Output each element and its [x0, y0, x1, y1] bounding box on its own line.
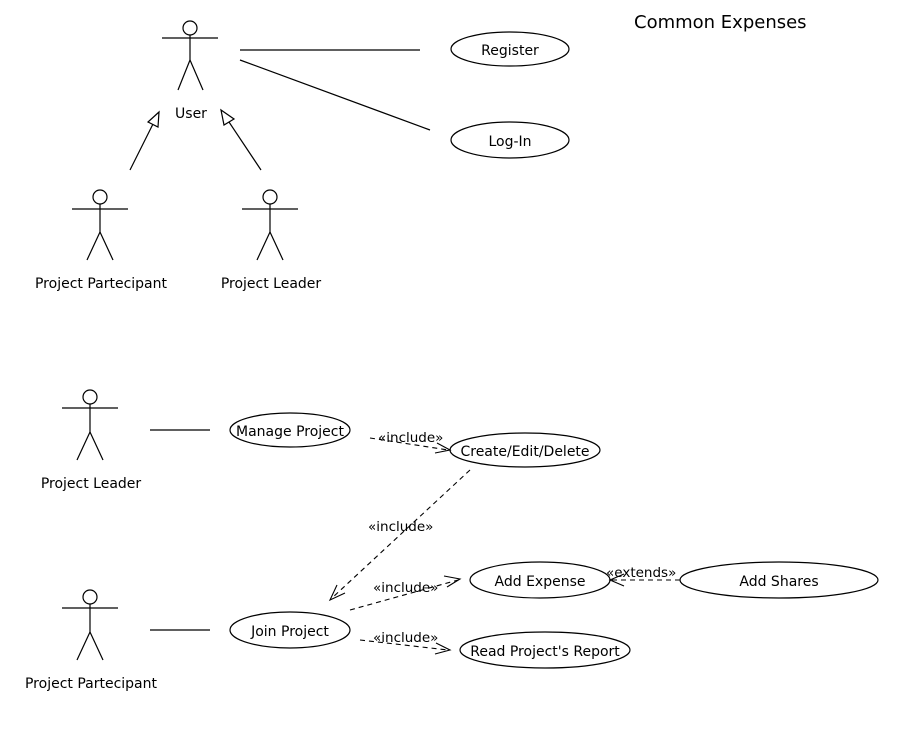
usecase-join-project-label: Join Project — [250, 624, 329, 640]
usecase-create-edit-delete[interactable]: Create/Edit/Delete — [449, 432, 601, 468]
include-manage-create-label: «include» — [378, 430, 443, 446]
usecase-login[interactable]: Log-In — [450, 121, 570, 159]
include-join-expense-label: «include» — [373, 580, 438, 596]
generalization-participant-user — [129, 110, 160, 171]
generalization-leader-user — [220, 108, 262, 171]
actor-project-participant-bottom[interactable] — [62, 589, 118, 661]
usecase-create-edit-delete-label: Create/Edit/Delete — [460, 444, 589, 460]
include-manage-create — [369, 437, 452, 454]
actor-user-label: User — [175, 106, 207, 122]
usecase-join-project[interactable]: Join Project — [229, 611, 351, 649]
usecase-register-label: Register — [481, 43, 539, 59]
usecase-add-expense[interactable]: Add Expense — [469, 561, 611, 599]
usecase-add-shares[interactable]: Add Shares — [679, 561, 879, 599]
association-user-login — [239, 59, 431, 131]
actor-project-leader-top-label: Project Leader — [221, 276, 322, 292]
include-join-report-label: «include» — [373, 630, 438, 646]
usecase-register[interactable]: Register — [450, 31, 570, 67]
diagram-title: Common Expenses — [634, 12, 807, 33]
actor-project-participant-bottom-label: Project Partecipant — [25, 676, 158, 692]
usecase-read-report[interactable]: Read Project's Report — [459, 631, 631, 669]
actor-project-leader-bottom[interactable] — [62, 389, 118, 461]
include-join-report — [359, 639, 452, 655]
include-join-expense — [349, 575, 462, 611]
usecase-login-label: Log-In — [488, 134, 531, 150]
usecase-add-expense-label: Add Expense — [495, 574, 586, 590]
actor-project-leader-top[interactable] — [242, 189, 298, 261]
actor-project-participant-top-label: Project Partecipant — [35, 276, 168, 292]
actor-project-leader-bottom-label: Project Leader — [41, 476, 142, 492]
usecase-add-shares-label: Add Shares — [739, 574, 818, 590]
include-create-join-label: «include» — [368, 519, 433, 535]
include-create-join — [328, 469, 471, 602]
extends-shares-expense — [608, 573, 680, 587]
actor-project-participant-top[interactable] — [72, 189, 128, 261]
usecase-manage-project-label: Manage Project — [236, 424, 344, 440]
actor-user[interactable] — [162, 20, 218, 91]
extends-shares-expense-label: «extends» — [606, 565, 676, 581]
usecase-manage-project[interactable]: Manage Project — [229, 412, 351, 448]
usecase-read-report-label: Read Project's Report — [470, 644, 620, 660]
